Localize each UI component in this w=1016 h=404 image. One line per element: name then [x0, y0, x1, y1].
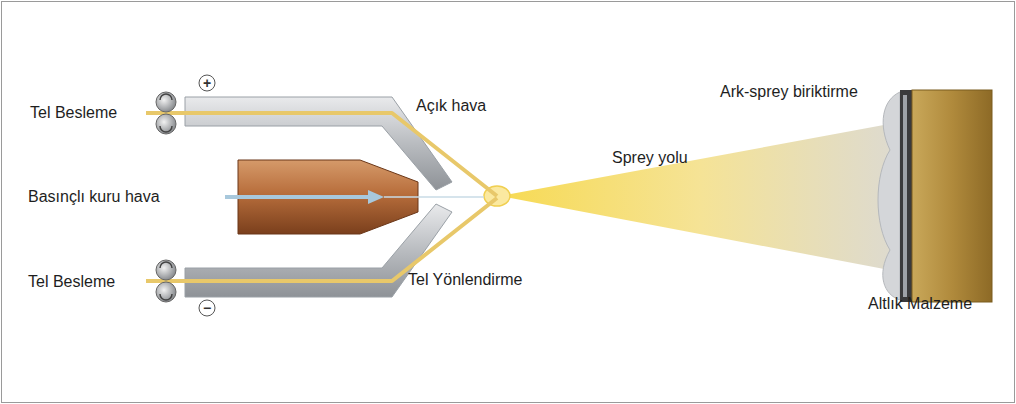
- air-stream: [384, 196, 484, 198]
- spray-path-label: Sprey yolu: [612, 149, 688, 167]
- air-arrow: [225, 195, 370, 199]
- roller-mark: [160, 262, 172, 268]
- wire-feed-label: Tel Besleme: [28, 273, 115, 291]
- air-label: Basınçlı kuru hava: [28, 188, 160, 206]
- feed-roller: [156, 114, 176, 134]
- wire: [146, 198, 497, 281]
- substrate: [912, 90, 992, 302]
- wire-guide-label: Tel Yönlendirme: [408, 271, 522, 289]
- feed-roller: [156, 92, 176, 112]
- roller-mark: [160, 126, 172, 132]
- roller-mark: [160, 294, 172, 300]
- air-arrow-head: [368, 190, 384, 204]
- polarity-sign: −: [203, 300, 211, 316]
- wire-feed-label: Tel Besleme: [30, 104, 117, 122]
- roller-mark: [160, 94, 172, 100]
- open-air-label: Açık hava: [416, 97, 486, 115]
- feed-roller: [156, 260, 176, 280]
- spray-cone: [500, 122, 900, 272]
- coating-layer: [900, 90, 912, 302]
- coating-highlight: [903, 95, 907, 297]
- deposit: [878, 92, 900, 300]
- deposit-label: Ark-sprey biriktirme: [720, 83, 858, 101]
- substrate-label: Altlık Malzeme: [868, 295, 972, 313]
- polarity-ring: [199, 75, 215, 91]
- polarity-ring: [199, 300, 215, 316]
- polarity-sign: +: [203, 75, 211, 91]
- feed-roller: [156, 282, 176, 302]
- wire: [146, 113, 497, 196]
